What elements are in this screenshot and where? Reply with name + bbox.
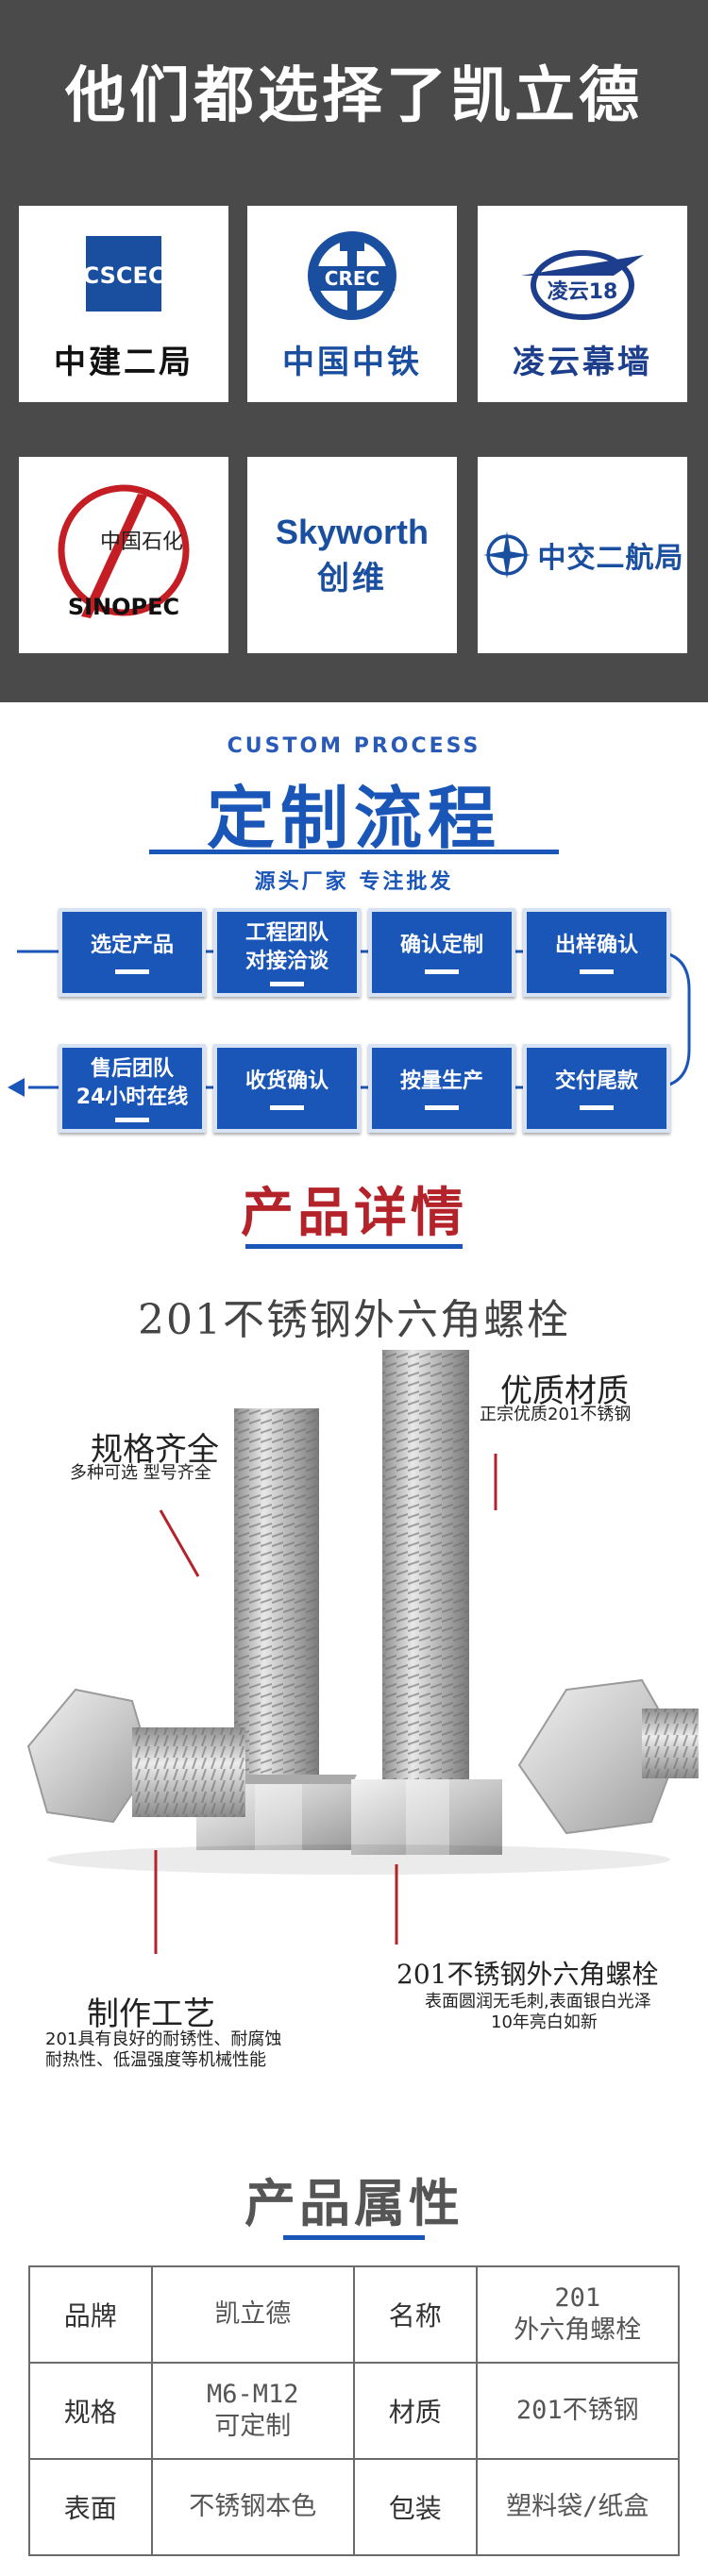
table-row: 品牌 凯立德 名称 201 外六角螺栓 <box>28 2265 681 2364</box>
logo-card-skyworth: Skyworth 创维 <box>247 457 457 653</box>
attr-key: 包装 <box>352 2458 478 2556</box>
attr-key: 品牌 <box>28 2265 153 2364</box>
annotation-spec-desc: 多种可选 型号齐全 <box>70 1463 211 1483</box>
svg-text:SINOPEC: SINOPEC <box>68 594 179 620</box>
compass-icon <box>482 530 531 580</box>
sinopec-logo-icon: 中国石化 SINOPEC <box>58 484 190 620</box>
process-subtitle: CUSTOM PROCESS <box>227 734 481 758</box>
clients-title: 他们都选择了凯立德 <box>65 61 643 131</box>
crec-logo-icon: CREC <box>308 230 396 320</box>
bolt-product-photo <box>26 1350 699 1954</box>
logo-card-ccccsb: 中交二航局 <box>478 457 687 653</box>
clients-section: 他们都选择了凯立德 CSCEC 中建二局 CREC 中国中铁 凌云18 凌云幕墙 <box>0 0 708 702</box>
process-step-label: 售后团队 24小时在线 <box>76 1056 189 1109</box>
dash-icon <box>425 968 459 974</box>
annotation-type-title: 201不锈钢外六角螺栓 <box>396 1959 659 1990</box>
table-row: 表面 不锈钢本色 包装 塑料袋/纸盒 <box>28 2458 681 2556</box>
process-step-5: 交付尾款 <box>523 1044 670 1133</box>
attr-key: 名称 <box>352 2265 478 2364</box>
attr-value: 凯立德 <box>150 2265 355 2364</box>
process-step-label: 确认定制 <box>399 933 483 957</box>
process-step-2: 工程团队 对接洽谈 <box>213 908 361 997</box>
process-step-label: 按量生产 <box>399 1069 483 1093</box>
process-step-1: 选定产品 <box>59 908 206 997</box>
logo-card-sinopec: 中国石化 SINOPEC <box>19 457 228 653</box>
logo-label-crec: 中国中铁 <box>282 343 422 381</box>
annotation-type-desc-2: 10年亮白如新 <box>491 2012 598 2032</box>
detail-title: 产品详情 <box>241 1183 467 1244</box>
process-step-label: 工程团队 对接洽谈 <box>244 920 329 973</box>
attr-key: 表面 <box>28 2458 153 2556</box>
dash-icon <box>580 968 614 974</box>
svg-text:CREC: CREC <box>325 267 379 290</box>
process-step-3: 确认定制 <box>368 908 515 997</box>
attributes-table: 品牌 凯立德 名称 201 外六角螺栓 规格 M6-M12 可定制 材质 201… <box>28 2265 681 2556</box>
logo-label-ccccsb: 中交二航局 <box>537 542 684 575</box>
dash-icon <box>270 1104 304 1110</box>
process-step-label: 交付尾款 <box>554 1069 638 1093</box>
annotation-quality-title: 优质材质 <box>500 1372 629 1410</box>
process-step-8: 售后团队 24小时在线 <box>59 1044 206 1133</box>
attr-key: 规格 <box>28 2362 153 2460</box>
attr-value: 塑料袋/纸盒 <box>475 2458 681 2556</box>
cscec-logo-icon: CSCEC <box>83 235 165 311</box>
annotation-spec-title: 规格齐全 <box>91 1431 219 1469</box>
svg-text:中国石化: 中国石化 <box>100 530 183 554</box>
logo-label-cscec: 中建二局 <box>54 343 194 381</box>
attr-value: M6-M12 可定制 <box>150 2362 355 2460</box>
svg-text:CSCEC: CSCEC <box>83 262 165 289</box>
detail-title-underline <box>245 1244 463 1249</box>
logo-card-lingyun: 凌云18 凌云幕墙 <box>478 206 687 402</box>
process-step-label: 出样确认 <box>554 933 638 957</box>
attr-value: 不锈钢本色 <box>150 2458 355 2556</box>
process-step-7: 收货确认 <box>213 1044 361 1133</box>
table-row: 规格 M6-M12 可定制 材质 201不锈钢 <box>28 2362 681 2460</box>
attr-key: 材质 <box>352 2362 478 2460</box>
process-step-4: 出样确认 <box>523 908 670 997</box>
annotation-quality-desc: 正宗优质201不锈钢 <box>480 1405 632 1424</box>
product-name: 201不锈钢外六角螺栓 <box>138 1296 570 1344</box>
process-step-label: 选定产品 <box>90 933 174 957</box>
lingyun-logo-icon: 凌云18 <box>521 249 644 320</box>
process-step-6: 按量生产 <box>368 1044 515 1133</box>
skyworth-wordmark: Skyworth <box>275 512 430 551</box>
process-title: 定制流程 <box>206 779 501 858</box>
dash-icon <box>115 1117 149 1122</box>
logo-label-lingyun: 凌云幕墙 <box>513 343 652 381</box>
annotation-craft-desc-2: 耐热性、低温强度等机械性能 <box>45 2050 266 2070</box>
process-tagline: 源头厂家 专注批发 <box>254 870 454 894</box>
attributes-title: 产品属性 <box>244 2173 464 2233</box>
dash-icon <box>270 981 304 986</box>
process-step-label: 收货确认 <box>244 1069 329 1093</box>
dash-icon <box>580 1104 614 1110</box>
dash-icon <box>115 968 149 974</box>
logo-card-cscec: CSCEC 中建二局 <box>19 206 228 402</box>
attr-value: 201不锈钢 <box>475 2362 681 2460</box>
annotation-craft-desc-1: 201具有良好的耐锈性、耐腐蚀 <box>45 2029 282 2049</box>
logo-label-skyworth: 创维 <box>317 559 387 598</box>
logo-card-crec: CREC 中国中铁 <box>247 206 457 402</box>
annotation-craft-title: 制作工艺 <box>87 1995 215 2033</box>
attr-value: 201 外六角螺栓 <box>475 2265 681 2364</box>
svg-text:凌云18: 凌云18 <box>548 280 618 304</box>
process-title-underline <box>149 850 559 854</box>
dash-icon <box>425 1104 459 1110</box>
attributes-title-underline <box>283 2235 425 2240</box>
annotation-type-desc-1: 表面圆润无毛刺,表面银白光泽 <box>425 1992 651 2012</box>
